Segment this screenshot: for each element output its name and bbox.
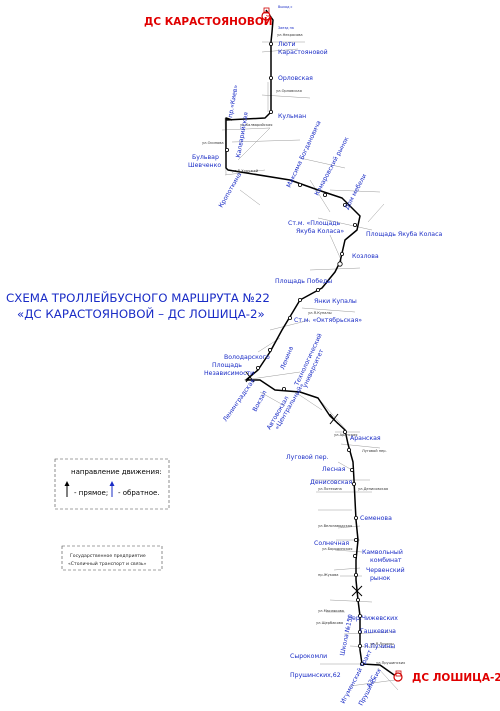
svg-text:пр.Жукова: пр.Жукова	[318, 573, 338, 577]
stop-chervensky-1: Червенский	[366, 566, 405, 574]
stop-pl-pobedy: Площадь Победы	[275, 277, 332, 285]
terminal-start-symbol	[261, 7, 271, 21]
stop-komarovsky: Комаровский рынок	[313, 135, 351, 197]
stop-pl-kolasa-metro-2: Якуба Коласа»	[296, 227, 344, 235]
organization-box: Государственное предприятие «Столичный т…	[61, 545, 163, 571]
svg-text:ул.Прушинских: ул.Прушинских	[376, 661, 406, 665]
stop-karast-upper1: Выход с	[278, 5, 293, 9]
map-title-line1: СХЕМА ТРОЛЛЕЙБУСНОГО МАРШРУТА №22	[6, 290, 270, 305]
stop-gashkevicha: Гашкевича	[360, 628, 396, 635]
stop-pr-kieva: пр.«Киев»	[227, 84, 240, 118]
stop-syrokomli: Сырокомли	[290, 653, 327, 660]
svg-text:ул.Аранская: ул.Аранская	[334, 433, 357, 437]
stop-pl-nezav-1: Площадь	[212, 362, 242, 369]
stop-vokzal: Вокзал	[252, 389, 269, 412]
svg-text:ул.Бородинская: ул.Бородинская	[322, 547, 352, 551]
stop-oktyabrskaya: Ст.м. «Октябрьская»	[294, 316, 362, 324]
stop-aranskaya: Аранская	[350, 435, 381, 442]
stop-kulman: Кульман	[278, 113, 306, 120]
legend-reverse: - обратное.	[118, 489, 160, 497]
legend-box: направление движения: - прямое; - обратн…	[54, 458, 170, 510]
map-title-line2: «ДС КАРАСТОЯНОВОЙ – ДС ЛОШИЦА-2»	[17, 306, 265, 321]
stop-kamvolny-1: Камвольный	[362, 548, 403, 556]
terminal-start-label: ДС КАРАСТОЯНОВОЙ	[144, 15, 273, 28]
stop-leningradskaya: Ленинградская	[222, 378, 257, 424]
street-labels: ул.Некрасова ул.Орловская ул.Калварийска…	[202, 33, 406, 665]
stop-chizhevskikh: пер.Чижевских	[348, 615, 398, 622]
svg-text:ул.Осипова: ул.Осипова	[202, 141, 224, 145]
stop-bulvar-1: Бульвар	[192, 154, 219, 161]
stop-karast-upper2: Заезд на	[278, 26, 294, 30]
stop-lyuti-1: Люти	[278, 41, 296, 48]
stop-pl-kolasa-metro-1: Ст.м. «Площадь	[288, 220, 341, 227]
stop-denisovskaya: Денисовская	[310, 479, 352, 486]
organization-line2: «Столичный транспорт и связь»	[68, 560, 147, 567]
legend-heading: направление движения:	[71, 468, 162, 476]
svg-text:ул.Велозаводская: ул.Велозаводская	[318, 524, 352, 528]
stop-yanki-kupaly: Янки Купалы	[314, 298, 357, 305]
stop-solnechnaya: Солнечная	[314, 540, 349, 547]
svg-text:ул.Я.Купалы: ул.Я.Купалы	[308, 311, 332, 315]
stop-semenova: Семенова	[360, 515, 392, 522]
stop-prushinskikh-62: Прушинских,62	[290, 672, 341, 679]
stop-kamvolny-2: комбинат	[370, 556, 402, 564]
stop-lugovoy: Луговой пер.	[286, 453, 329, 461]
stop-volodarskogo: Володарского	[224, 354, 270, 361]
terminal-end-label: ДС ЛОШИЦА-2	[412, 672, 500, 684]
stop-ya-luchiny: Я.Лучины	[364, 643, 395, 650]
stop-bulvar-2: Шевченко	[188, 162, 221, 169]
stop-pl-nezav-2: Независимости	[204, 370, 254, 377]
stop-markers	[224, 42, 364, 667]
stop-kalvariyskaya: Калварийская	[234, 111, 250, 158]
stop-lyuti-2: Карастояновой	[278, 48, 328, 56]
reverse-arrow-icon	[109, 481, 115, 497]
stop-lenina: Ленина	[279, 345, 295, 370]
forward-arrow-icon	[64, 481, 70, 497]
svg-text:ул.Маслякова: ул.Маслякова	[318, 609, 344, 613]
stop-dom-mebeli: Дом мебели	[343, 172, 369, 210]
organization-line1: Государственное предприятие	[70, 553, 146, 559]
svg-text:ул.Потехина: ул.Потехина	[318, 487, 342, 491]
svg-text:ул.Калварийская: ул.Калварийская	[240, 123, 272, 127]
stop-maksima: Максима Богдановича	[285, 120, 322, 189]
svg-text:ул.Я.Лучины: ул.Я.Лучины	[370, 642, 394, 646]
stop-kropotkina: Кропоткина	[218, 171, 244, 209]
svg-text:Луговой пер.: Луговой пер.	[362, 449, 387, 453]
svg-text:ул.Щербакова: ул.Щербакова	[316, 621, 343, 625]
street-network	[221, 41, 399, 691]
terminal-end-symbol	[393, 670, 403, 682]
legend-forward: - прямое;	[74, 489, 108, 497]
stop-orlovskaya: Орловская	[278, 75, 313, 82]
svg-text:ул.В.Хоружей: ул.В.Хоружей	[232, 169, 259, 173]
stop-pl-kolasa: Площадь Якуба Коласа	[366, 230, 443, 238]
stop-kozlova: Козлова	[352, 253, 379, 260]
stop-lesnaya: Лесная	[322, 466, 346, 473]
svg-text:ул.Денисовская: ул.Денисовская	[358, 487, 388, 491]
svg-text:ул.Орловская: ул.Орловская	[276, 89, 302, 93]
stop-chervensky-2: рынок	[370, 575, 391, 582]
crossing-markers	[245, 371, 363, 597]
svg-text:ул.Некрасова: ул.Некрасова	[277, 33, 303, 37]
